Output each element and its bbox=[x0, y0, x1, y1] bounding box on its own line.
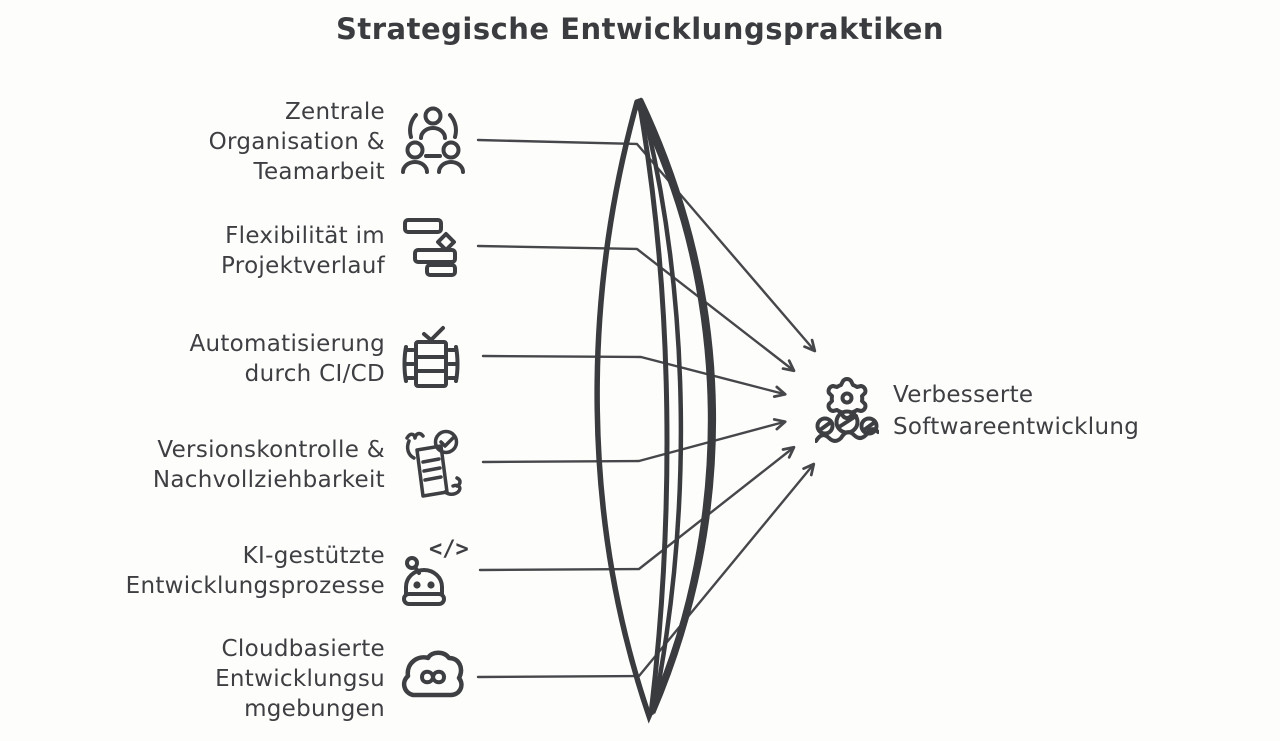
diagram-title: Strategische Entwicklungspraktiken bbox=[335, 12, 945, 46]
connector-arrow-1 bbox=[476, 138, 817, 353]
practice-item-flexibilitaet: Flexibilität im Projektverlauf bbox=[221, 221, 385, 281]
robot-code-icon: </> bbox=[402, 537, 468, 606]
practice-label-line: Versionskontrolle & bbox=[157, 437, 385, 463]
connector-arrow-6 bbox=[476, 462, 816, 679]
practice-label-line: KI-gestützte bbox=[242, 543, 385, 569]
code-glyph: </> bbox=[429, 537, 468, 562]
lens-stroke-middle bbox=[636, 98, 713, 715]
cloud-loop-icon bbox=[401, 650, 464, 698]
practice-item-zentrale-organisation: Zentrale Organisation & Teamarbeit bbox=[209, 97, 385, 187]
connector-arrow-2 bbox=[476, 244, 796, 373]
practice-label-line: Projektverlauf bbox=[221, 253, 385, 279]
outcome-label-line: Softwareentwicklung bbox=[893, 414, 1140, 440]
practice-label-line: Entwicklungsprozesse bbox=[125, 573, 385, 599]
connector-arrow-5 bbox=[478, 445, 796, 572]
gantt-tasks-icon bbox=[403, 218, 457, 277]
practice-label-line: Automatisierung bbox=[189, 331, 385, 357]
lens-stroke-inner bbox=[638, 97, 716, 714]
connector-arrow-4 bbox=[481, 418, 787, 464]
practice-label-line: mgebungen bbox=[244, 696, 385, 722]
practice-label-line: Organisation & bbox=[208, 129, 385, 155]
practice-label-line: Flexibilität im bbox=[225, 223, 385, 249]
practice-label-line: Teamarbeit bbox=[253, 159, 385, 185]
practice-item-versionskontrolle: Versionskontrolle & Nachvollziehbarkeit bbox=[153, 435, 385, 495]
outcome-label: Verbesserte Softwareentwicklung bbox=[893, 379, 1139, 443]
outcome-label-line: Verbesserte bbox=[893, 382, 1034, 408]
practice-item-ki-prozesse: KI-gestützte Entwicklungsprozesse bbox=[126, 541, 385, 601]
gear-team-icon bbox=[815, 377, 879, 443]
practice-label-line: Entwicklungsu bbox=[215, 666, 385, 692]
team-network-icon bbox=[401, 106, 465, 174]
practice-label-line: durch CI/CD bbox=[244, 361, 385, 387]
practice-item-automatisierung: Automatisierung durch CI/CD bbox=[189, 329, 385, 389]
practice-item-cloud-umgebungen: Cloudbasierte Entwicklungsu mgebungen bbox=[215, 634, 385, 724]
funnel-lens bbox=[594, 97, 716, 724]
practice-label-line: Zentrale bbox=[285, 99, 385, 125]
connector-arrow-3 bbox=[481, 354, 787, 399]
server-check-icon bbox=[402, 326, 460, 388]
document-verified-icon bbox=[405, 429, 462, 498]
practice-label-line: Cloudbasierte bbox=[221, 636, 385, 662]
practice-label-line: Nachvollziehbarkeit bbox=[152, 467, 385, 493]
